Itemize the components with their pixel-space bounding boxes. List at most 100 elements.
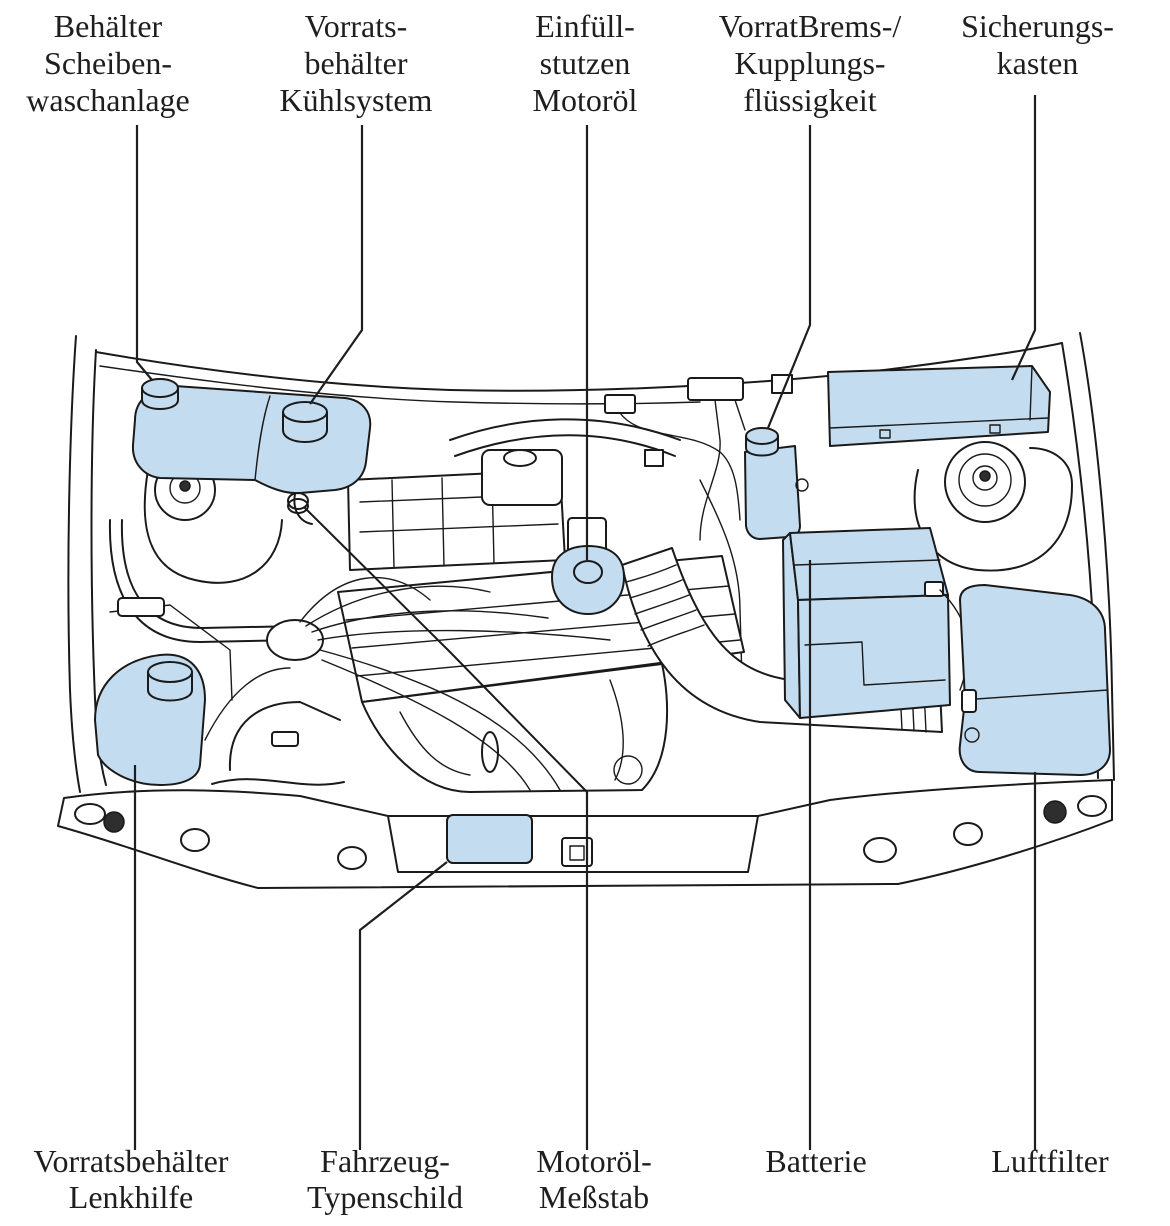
cowl-edge — [95, 342, 1063, 392]
label-line: Luftfilter — [991, 1143, 1109, 1179]
label-line: stutzen — [539, 45, 631, 81]
intake-runner-1 — [391, 479, 395, 569]
label-line: Fahrzeug- — [320, 1143, 450, 1179]
label-line: Kupplungs- — [734, 45, 886, 81]
right-strut-coil-inner — [972, 465, 998, 491]
coolant-hose — [293, 493, 313, 525]
spark-plug-wire-4 — [317, 629, 611, 641]
brake-clutch-fluid-reservoir — [744, 427, 809, 540]
fuse-box-tab-left — [879, 429, 891, 439]
fuse-box-tab-right — [989, 424, 1001, 434]
engine-bay-frame — [67, 332, 1115, 793]
hood-latch-inner — [569, 845, 585, 861]
right-strut-nut — [979, 470, 991, 482]
label-air-filter: Luftfilter — [950, 1143, 1150, 1179]
cross-member-panel — [57, 779, 1113, 889]
exhaust-pipe-1 — [399, 711, 471, 776]
brake-line — [699, 479, 743, 681]
label-line: Vorratsbehälter — [33, 1143, 229, 1179]
vehicle-type-plate — [446, 814, 533, 864]
brake-fluid-reservoir — [744, 445, 801, 540]
label-battery: Batterie — [716, 1143, 916, 1179]
cross-member-hole-5 — [953, 822, 983, 846]
battery-front — [797, 594, 951, 719]
sensor-ring — [613, 755, 643, 785]
label-line: kasten — [996, 45, 1079, 81]
battery-hold-down — [804, 641, 946, 686]
leader-line-washer-reservoir — [135, 125, 153, 381]
label-line: behälter — [304, 45, 408, 81]
label-line: Vorrats- — [304, 8, 408, 44]
label-brake-clutch-fluid: VorratBrems-/ Kupplungs- flüssigkeit — [695, 8, 925, 119]
right-strut-tower — [913, 441, 1073, 572]
battery-terminal — [924, 581, 944, 597]
upper-hose-lower — [454, 434, 676, 457]
cross-member-hole-6 — [1077, 795, 1107, 817]
label-line: Motoröl — [532, 82, 638, 118]
label-line: VorratBrems-/ — [718, 8, 902, 44]
dipstick-tube-base — [481, 731, 499, 773]
label-type-plate: Fahrzeug- Typenschild — [285, 1143, 485, 1215]
intake-hose-corrugation-3 — [634, 594, 690, 615]
fuse-box — [827, 365, 1051, 447]
cross-member-center-section — [387, 815, 759, 873]
leader-line-coolant-reservoir — [309, 125, 364, 405]
front-cross-member — [57, 779, 1113, 889]
washer-reservoir-cap-top — [141, 378, 179, 398]
power-steering-cap-top — [147, 661, 193, 683]
brake-fluid-sensor — [795, 478, 809, 492]
label-line: Kühlsystem — [279, 82, 433, 118]
coolant-hose-clamp — [287, 498, 309, 514]
oil-filler-cap-center — [573, 560, 603, 584]
coolant-reservoir-cap-top — [282, 401, 328, 423]
fuse-box-side-edge — [1029, 365, 1033, 421]
oil-dipstick-handle — [287, 492, 309, 510]
exhaust-pipe-2 — [609, 679, 624, 781]
oil-dipstick-rod — [304, 507, 588, 793]
left-strut-nut — [179, 480, 191, 492]
right-fender-outer — [1079, 332, 1115, 781]
label-oil-filler: Einfüll- stutzen Motoröl — [485, 8, 685, 119]
label-power-steering-reservoir: Vorratsbehälter Lenkhilfe — [4, 1143, 258, 1215]
left-fender-outer — [67, 335, 81, 793]
label-oil-dipstick: Motoröl- Meßstab — [494, 1143, 694, 1215]
left-apron — [143, 469, 283, 584]
leader-line-fuse-box — [1011, 95, 1037, 381]
lower-hose-2 — [211, 778, 345, 786]
label-line: Einfüll- — [535, 8, 635, 44]
inline-filter — [117, 597, 165, 617]
fuse-box-lid-edge — [829, 417, 1049, 429]
ignition-lead-1 — [319, 649, 561, 791]
cross-member-bolt-right — [1043, 800, 1067, 824]
power-steering-reservoir — [94, 653, 206, 786]
cross-member-hole-4 — [863, 837, 897, 863]
label-washer-reservoir: Behälter Scheiben- waschanlage — [6, 8, 210, 119]
right-strut-coil-outer — [958, 453, 1012, 507]
cross-member-hole-1 — [74, 803, 106, 825]
air-filter-housing — [958, 584, 1111, 776]
spark-plug-wire-3 — [311, 610, 549, 633]
brake-fluid-cap-top — [745, 427, 779, 445]
wire-harness-2 — [699, 399, 721, 541]
lower-hose-3 — [204, 667, 291, 741]
intake-runner-2 — [441, 477, 445, 567]
hood-latch — [561, 837, 593, 867]
wire-harness-3 — [734, 399, 746, 431]
leader-line-type-plate — [358, 861, 448, 1150]
label-line: waschanlage — [26, 82, 190, 118]
oil-dipstick — [287, 492, 588, 793]
air-filter — [958, 584, 1111, 776]
cross-member-hole-2 — [180, 828, 210, 852]
intake-hose-corrugation-1 — [625, 564, 677, 583]
label-line: Meßstab — [538, 1179, 650, 1215]
air-filter-sensor — [964, 727, 980, 743]
intake-hose-corrugation-5 — [647, 624, 705, 647]
label-line: Motoröl- — [536, 1143, 652, 1179]
label-line: Scheiben- — [44, 45, 172, 81]
spark-plug-wire-2 — [305, 585, 491, 627]
connector-plug — [604, 394, 636, 414]
label-line: Typenschild — [307, 1179, 463, 1215]
label-fuse-box: Sicherungs- kasten — [935, 8, 1140, 82]
hose-clamp — [271, 731, 299, 747]
